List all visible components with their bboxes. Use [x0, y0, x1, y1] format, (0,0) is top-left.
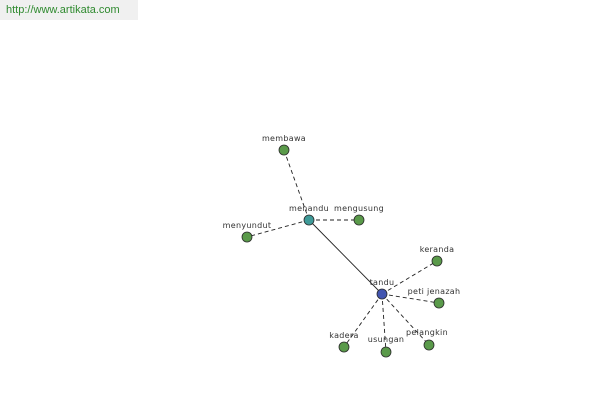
- node-label-keranda: keranda: [420, 245, 455, 254]
- node-tandu[interactable]: tandu: [370, 278, 395, 300]
- node-circle-pelangkin[interactable]: [423, 339, 435, 351]
- node-label-menandu: menandu: [289, 204, 329, 213]
- edge-tandu-peti-jenazah: [381, 293, 440, 304]
- node-mengusung[interactable]: mengusung: [334, 204, 384, 226]
- node-label-usungan: usungan: [368, 335, 405, 344]
- nodes-layer: membawa menandu mengusung menyundut tandu ker…: [223, 134, 461, 358]
- node-label-peti-jenazah: peti jenazah: [408, 287, 461, 296]
- node-circle-kadera[interactable]: [338, 341, 350, 353]
- source-url-link[interactable]: http://www.artikata.com: [6, 4, 120, 16]
- edge-tandu-usungan: [381, 293, 387, 353]
- node-usungan[interactable]: usungan: [368, 335, 405, 358]
- source-url-bar: http://www.artikata.com: [0, 0, 138, 20]
- node-circle-usungan[interactable]: [380, 346, 392, 358]
- node-label-kadera: kadera: [329, 331, 358, 340]
- node-keranda[interactable]: keranda: [420, 245, 455, 267]
- node-label-tandu: tandu: [370, 278, 395, 287]
- node-label-mengusung: mengusung: [334, 204, 384, 213]
- node-pelangkin[interactable]: pelangkin: [406, 328, 448, 351]
- edge-tandu-keranda: [381, 260, 438, 295]
- node-menandu[interactable]: menandu: [289, 204, 329, 226]
- node-peti-jenazah[interactable]: peti jenazah: [408, 287, 461, 309]
- node-menyundut[interactable]: menyundut: [223, 221, 272, 243]
- node-label-menyundut: menyundut: [223, 221, 272, 230]
- edges-layer: [246, 149, 440, 353]
- node-membawa[interactable]: membawa: [262, 134, 306, 156]
- node-circle-tandu[interactable]: [376, 288, 388, 300]
- node-circle-menyundut[interactable]: [241, 231, 253, 243]
- edge-tandu-pelangkin: [381, 293, 430, 346]
- node-label-membawa: membawa: [262, 134, 306, 143]
- node-circle-menandu[interactable]: [303, 214, 315, 226]
- edge-tandu-kadera: [343, 293, 383, 348]
- node-circle-peti-jenazah[interactable]: [433, 297, 445, 309]
- node-label-pelangkin: pelangkin: [406, 328, 448, 337]
- edge-menandu-menyundut: [246, 219, 310, 238]
- node-circle-keranda[interactable]: [431, 255, 443, 267]
- node-circle-mengusung[interactable]: [353, 214, 365, 226]
- edge-menandu-tandu: [308, 219, 383, 295]
- edge-menandu-membawa: [283, 149, 310, 221]
- node-kadera[interactable]: kadera: [329, 331, 358, 353]
- node-circle-membawa[interactable]: [278, 144, 290, 156]
